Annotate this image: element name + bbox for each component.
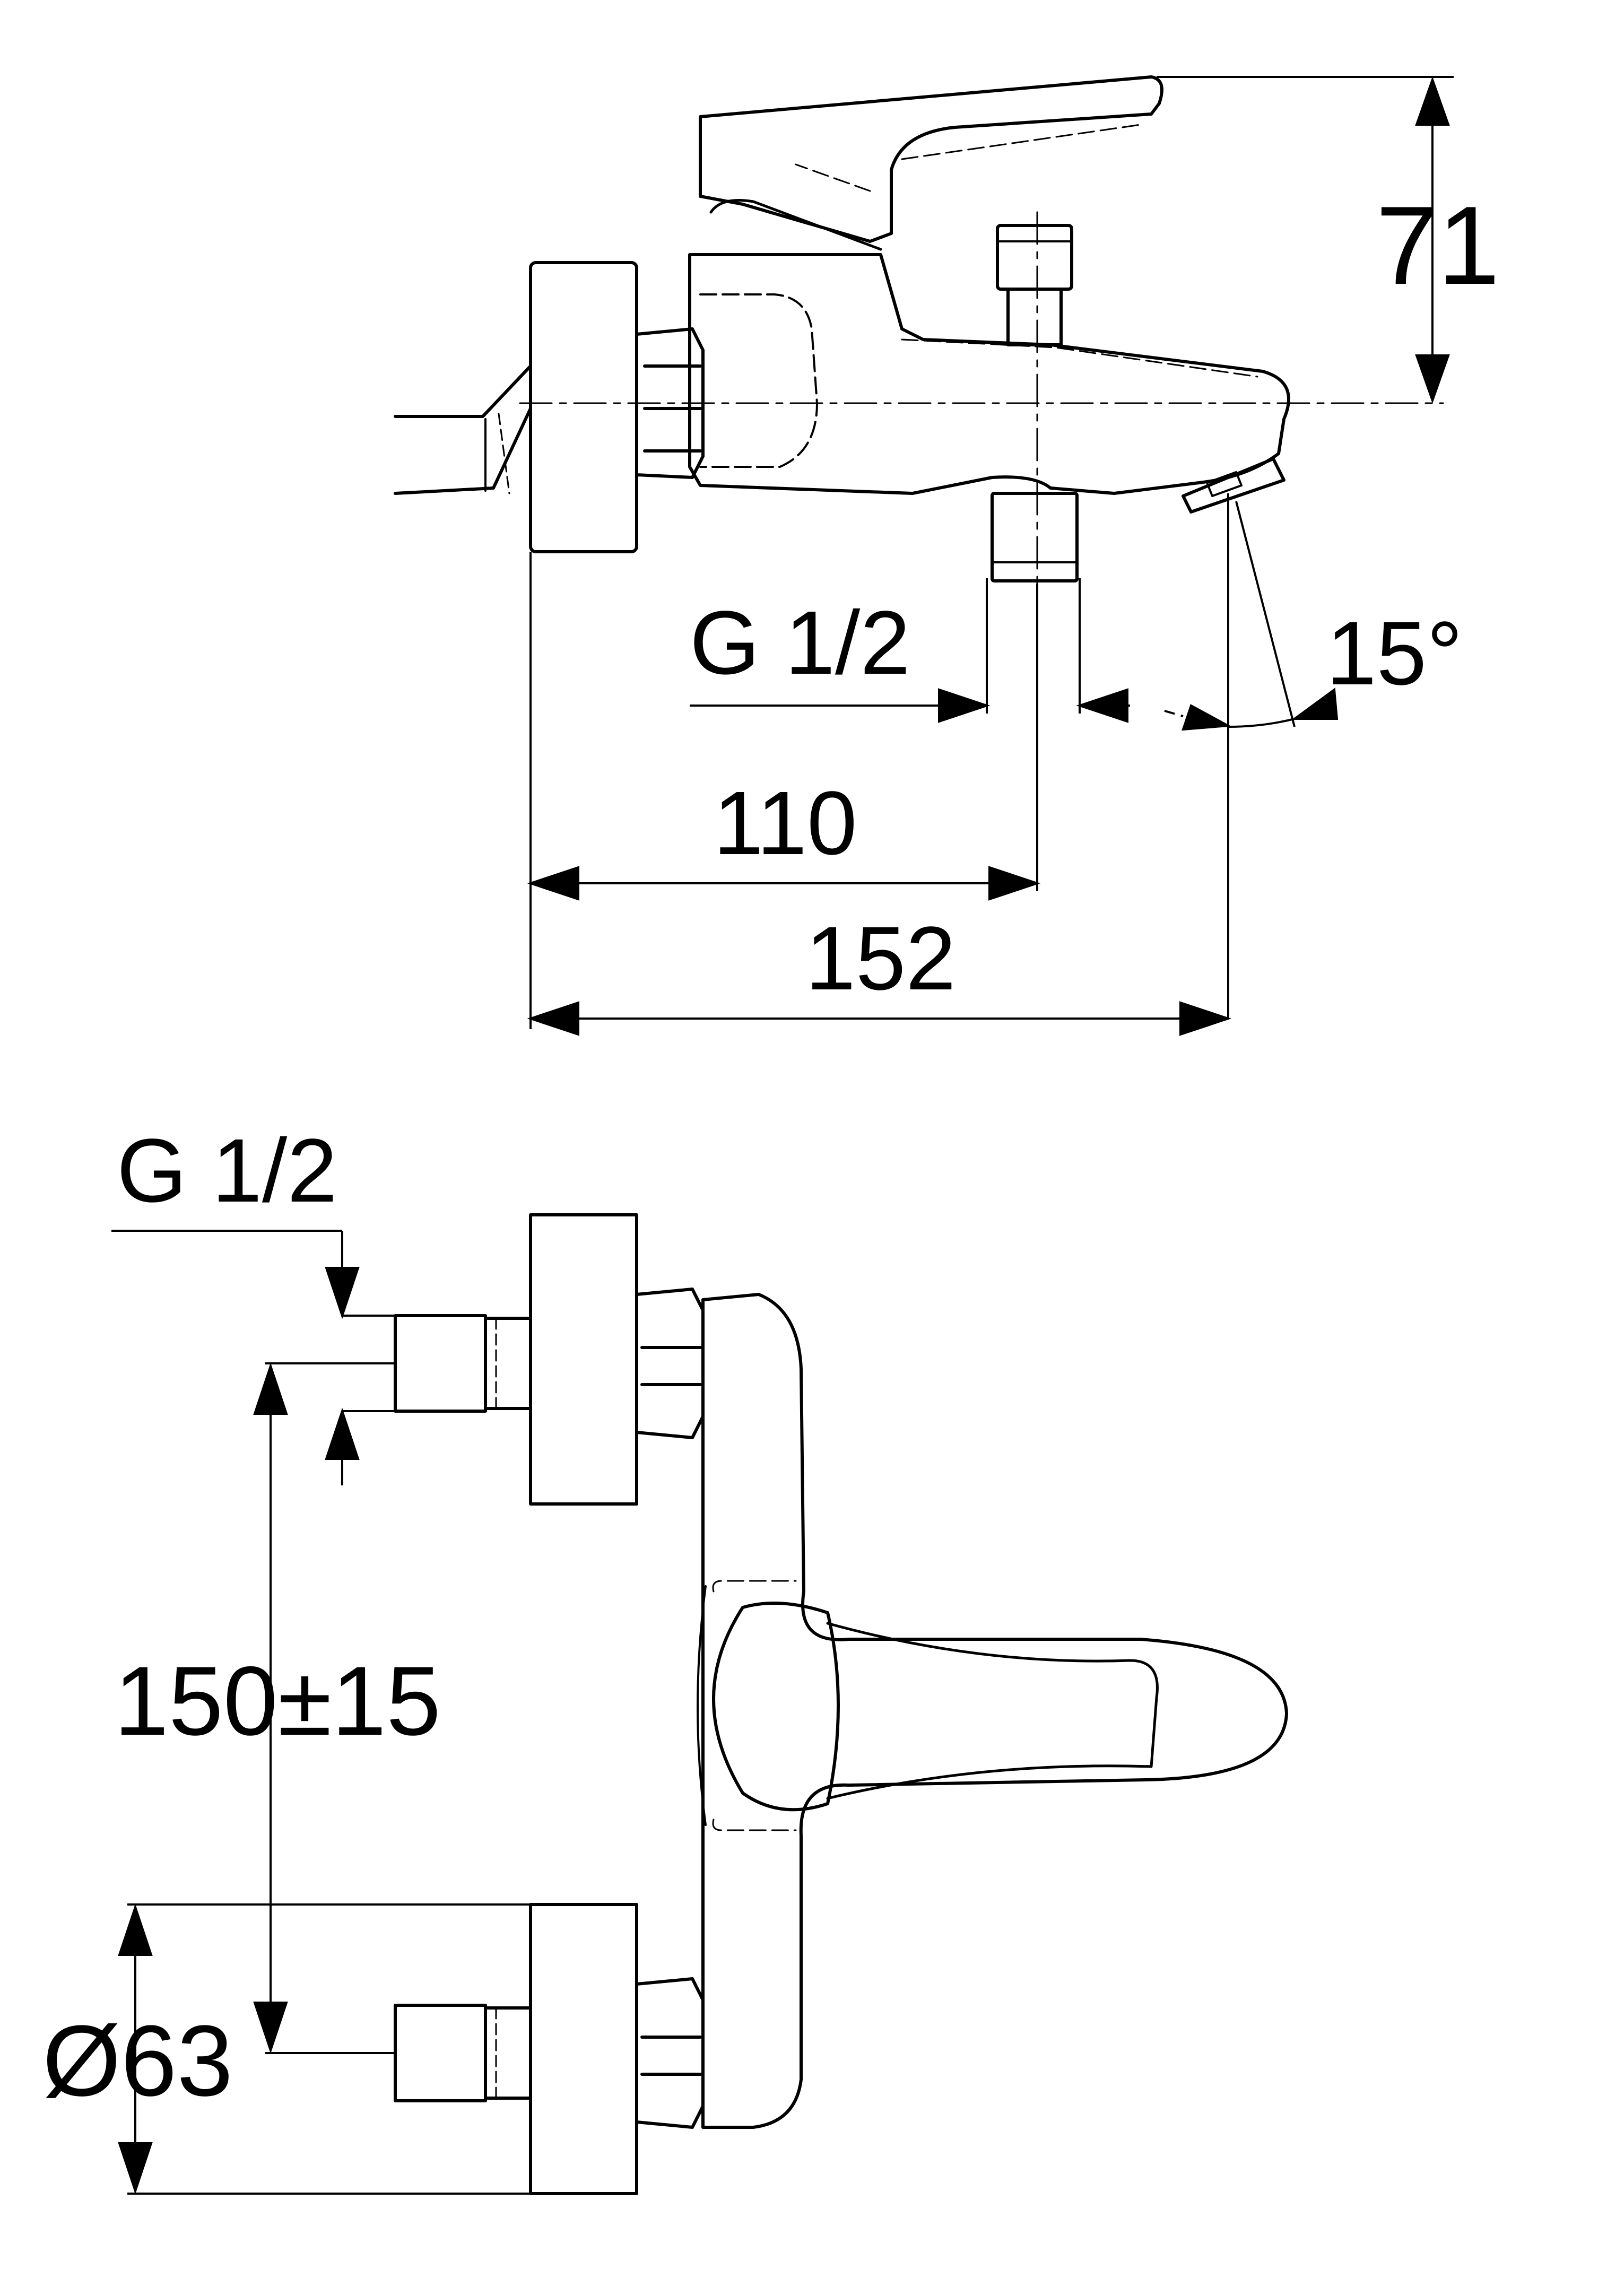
dim-height-71: 71 [1376, 183, 1500, 308]
side-body [688, 253, 1290, 495]
side-lever-handle [699, 75, 1163, 243]
side-spout-aerator [1182, 457, 1285, 514]
dim-overall-152: 152 [805, 908, 956, 1009]
side-rosette [529, 261, 638, 553]
dim-rosette-63: Ø63 [42, 2005, 233, 2117]
front-hex-nut-upper [635, 1288, 705, 1439]
front-inlet-upper [394, 1314, 532, 1413]
side-view-dimensions [527, 76, 1454, 1036]
dim-thread-g12-side: G 1/2 [690, 593, 910, 693]
dim-angle-15: 15° [1326, 603, 1463, 704]
front-rosette-upper [529, 1213, 638, 1506]
front-hex-nut-lower [635, 1977, 705, 2129]
front-lever-handle [826, 1622, 1159, 1800]
side-view [394, 75, 1444, 590]
side-diverter-knob [996, 224, 1073, 346]
front-view [394, 1213, 1288, 2195]
front-rosette-lower [529, 1903, 638, 2195]
dim-center-110: 110 [713, 773, 857, 874]
front-lever-cap [712, 1602, 840, 1812]
front-view-dimensions [111, 1230, 531, 2195]
dim-thread-g12-front: G 1/2 [117, 1120, 337, 1221]
front-inlet-lower [394, 2004, 532, 2102]
side-inlet-elbow [394, 364, 532, 495]
dim-spacing-150: 150±15 [114, 1647, 441, 1756]
side-outlet-stub [991, 492, 1079, 582]
front-body [701, 1293, 1288, 2129]
